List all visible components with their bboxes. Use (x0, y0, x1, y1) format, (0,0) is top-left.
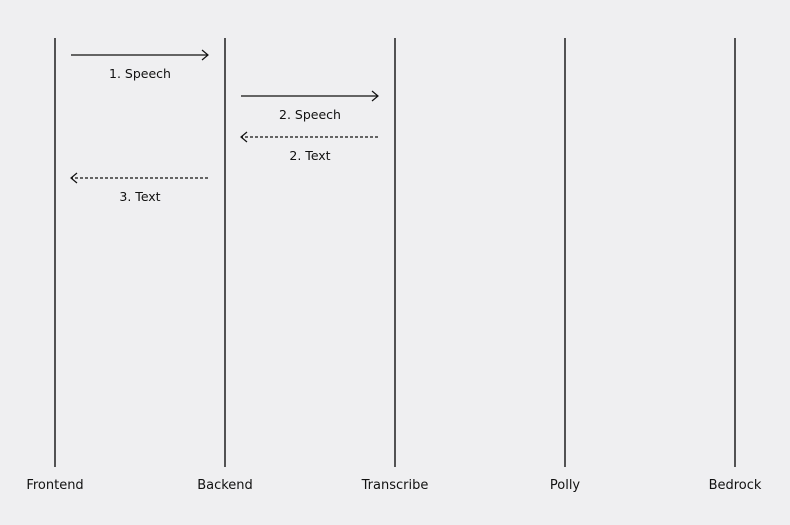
message-3-arrowhead (240, 131, 248, 143)
message-2: 2. Speech (241, 90, 379, 122)
participant-label-frontend: Frontend (26, 478, 83, 493)
message-1-label: 1. Speech (109, 66, 171, 81)
participant-label-polly: Polly (550, 478, 581, 493)
message-1: 1. Speech (71, 49, 209, 81)
message-1-arrowhead (201, 49, 209, 61)
message-4-arrowhead (70, 172, 78, 184)
participant-label-backend: Backend (197, 478, 253, 493)
participant-label-bedrock: Bedrock (709, 478, 762, 493)
message-2-label: 2. Speech (279, 107, 341, 122)
message-2-arrowhead (371, 90, 379, 102)
message-3: 2. Text (240, 131, 378, 163)
message-3-label: 2. Text (289, 148, 330, 163)
message-4-label: 3. Text (119, 189, 160, 204)
message-4: 3. Text (70, 172, 208, 204)
participant-label-transcribe: Transcribe (361, 478, 429, 493)
